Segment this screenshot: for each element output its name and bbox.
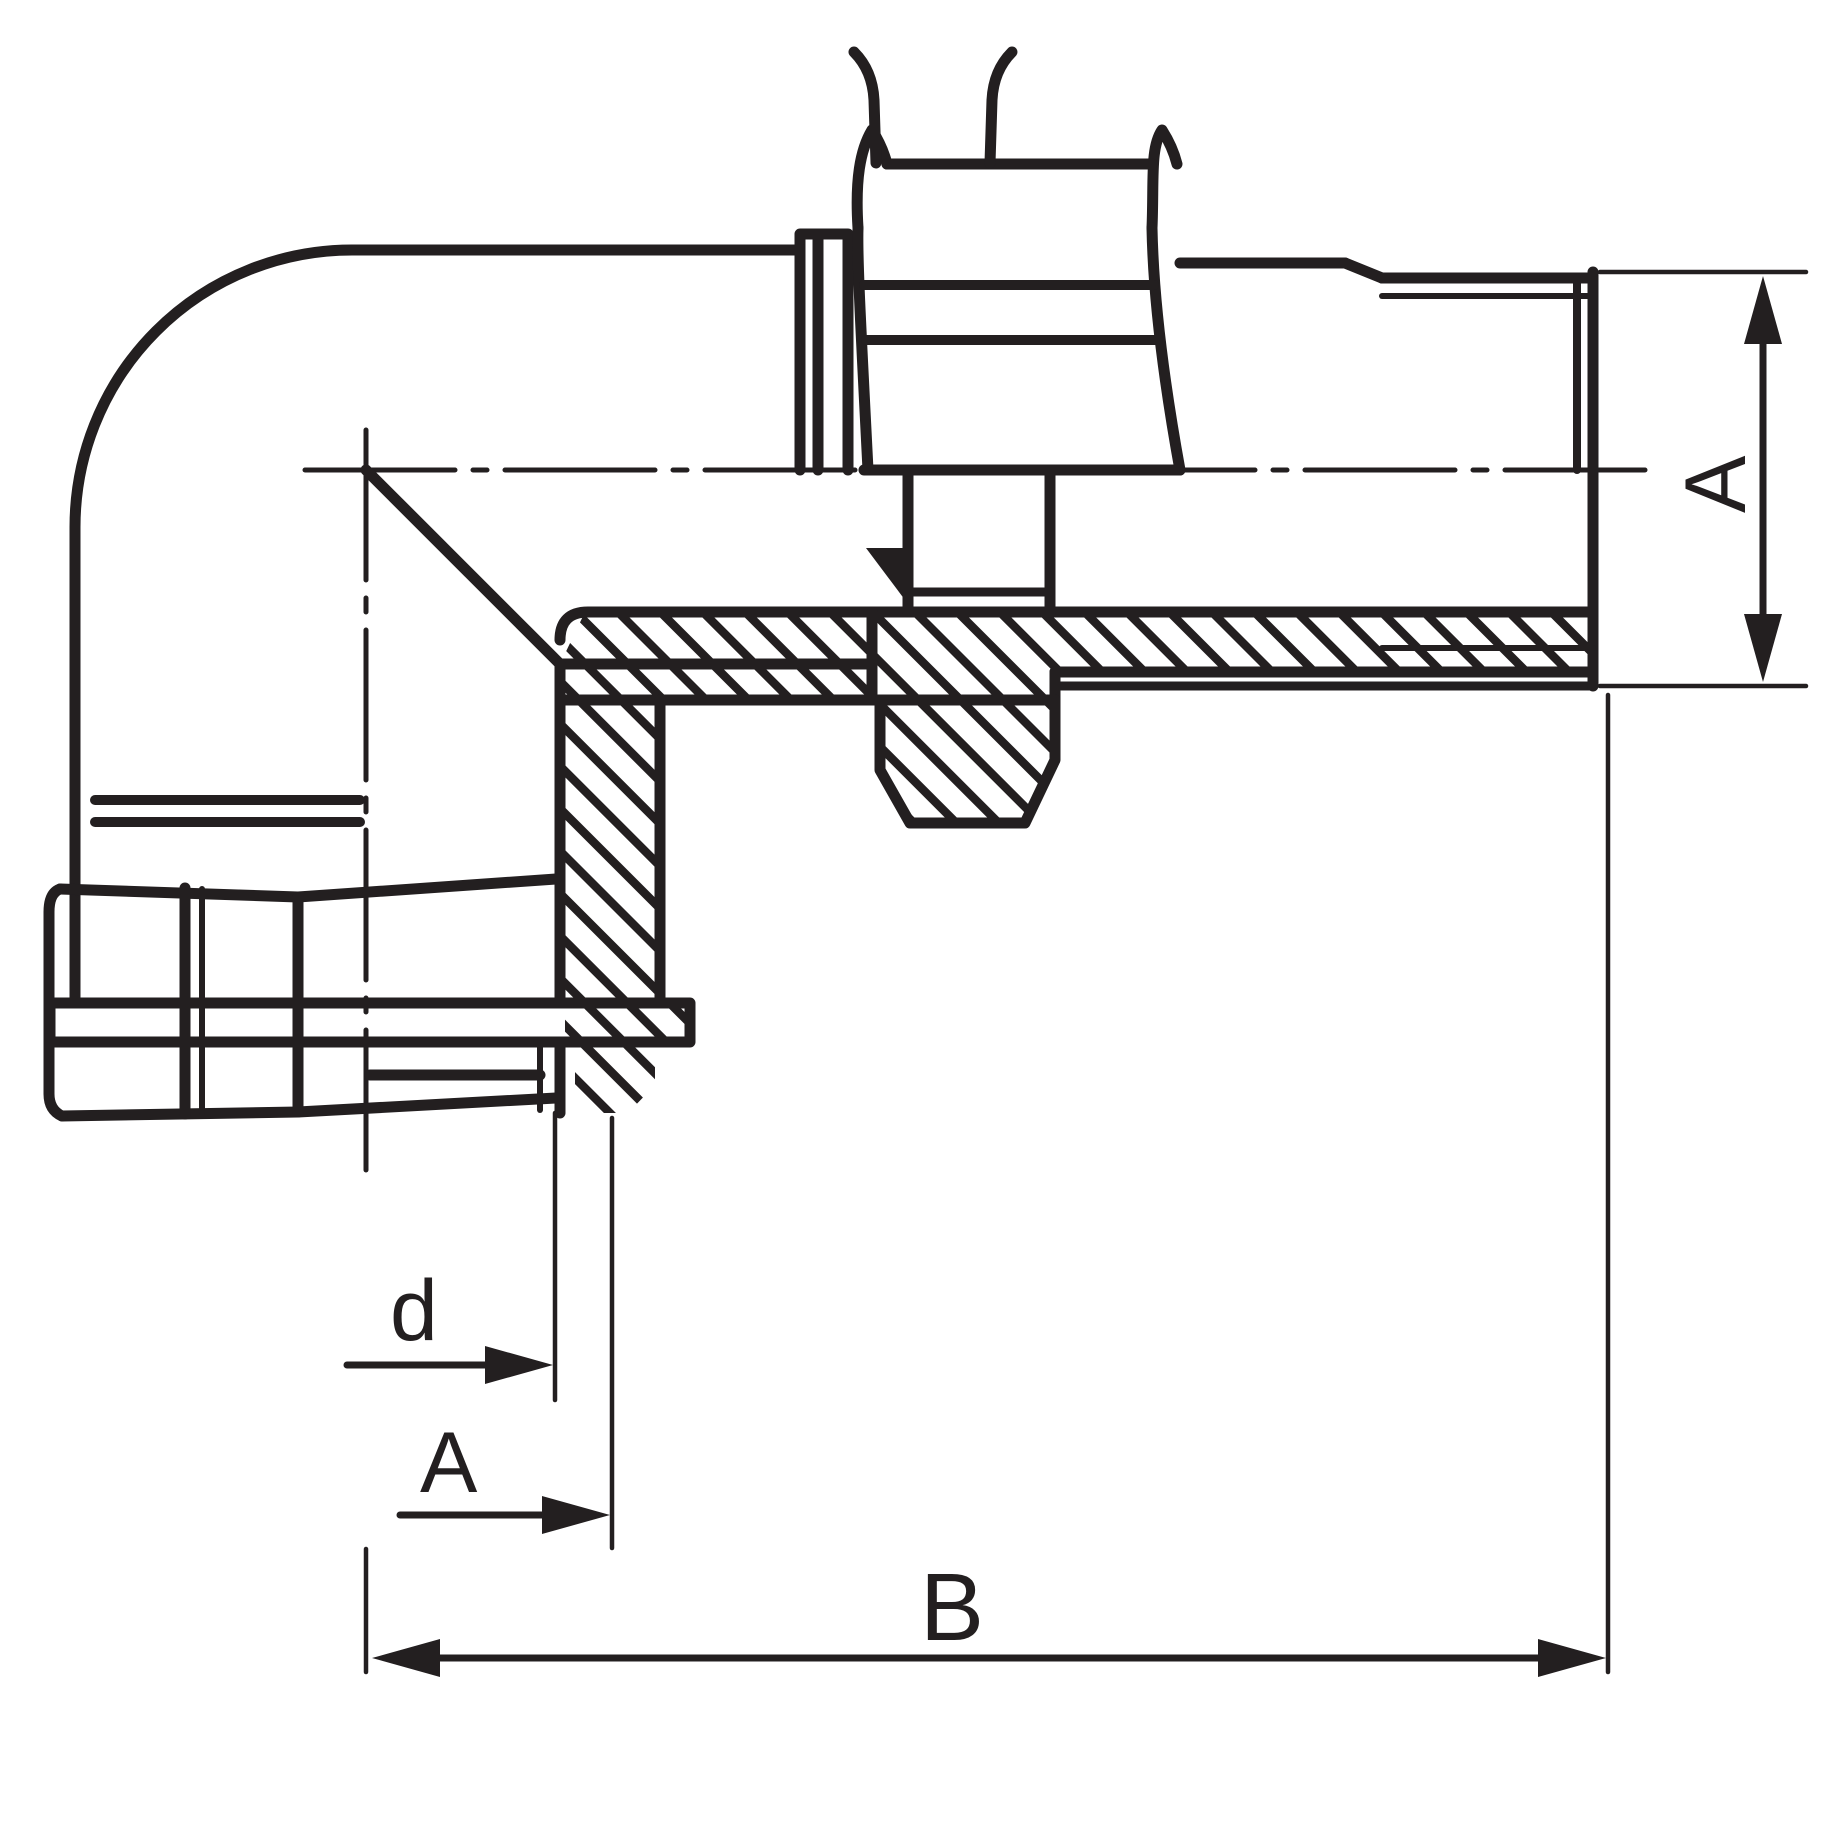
dim-label-a-offset: A bbox=[420, 1415, 478, 1511]
male-threaded-end bbox=[1174, 257, 1599, 692]
flange-ring bbox=[44, 997, 696, 1048]
dim-a-offset bbox=[396, 1115, 615, 1551]
section-outlines-horizontal bbox=[360, 464, 1599, 829]
union-nut-silhouette bbox=[852, 222, 874, 476]
dimensions bbox=[343, 269, 1809, 1677]
hatch-vertical-wall bbox=[565, 664, 660, 1003]
dim-label-b: B bbox=[920, 1554, 984, 1661]
pipe-stub-break bbox=[848, 46, 882, 169]
hex-nut-bottom bbox=[43, 873, 562, 1122]
dim-label-a-right: A bbox=[1668, 455, 1764, 513]
elbow-body bbox=[69, 228, 854, 1119]
hatch-flange-ring bbox=[565, 1003, 690, 1042]
elbow-outer-arc bbox=[69, 244, 806, 1009]
dim-d bbox=[343, 1110, 558, 1403]
dim-a-right bbox=[1597, 269, 1809, 689]
dim-label-d: d bbox=[390, 1263, 438, 1359]
hatch-hex-nut-section bbox=[575, 1042, 655, 1113]
union-nut-section-outline bbox=[874, 694, 1061, 829]
section-hatch-areas bbox=[560, 612, 1593, 1113]
union-nut-top bbox=[848, 46, 1186, 476]
hatch-union-nut-block bbox=[880, 700, 1055, 823]
hatch-horizontal-wall bbox=[560, 612, 1593, 700]
section-diagonal bbox=[360, 464, 566, 670]
dim-b-length bbox=[363, 692, 1611, 1677]
